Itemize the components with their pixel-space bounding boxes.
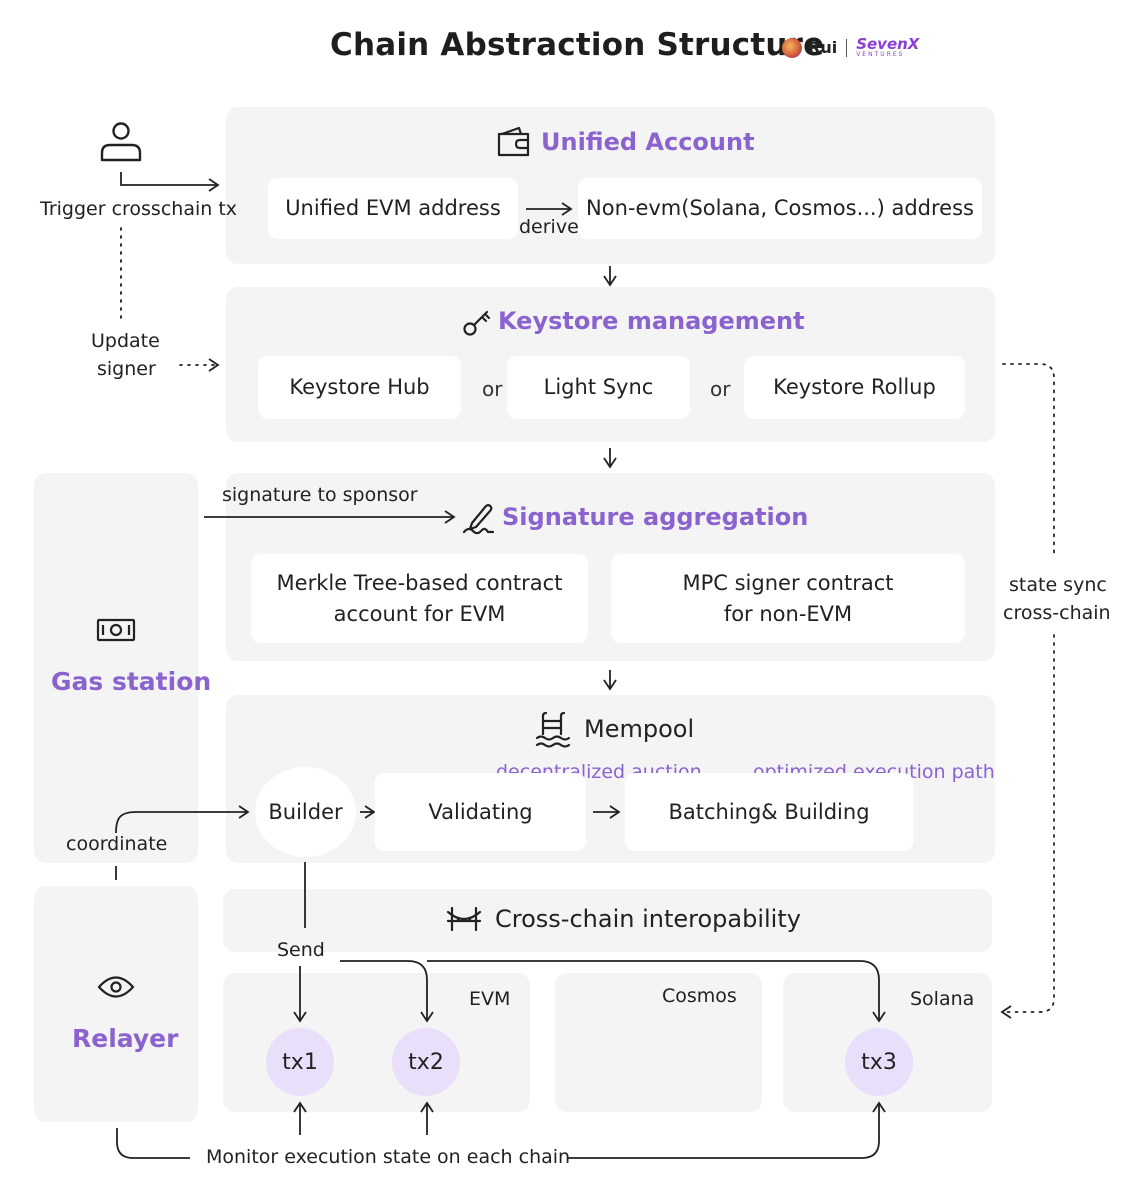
brand-logo-mark: SevenX VENTURES (856, 37, 919, 58)
mpc-line-1: MPC signer contract (682, 571, 894, 596)
pool-icon (535, 712, 571, 748)
tx2-node: tx2 (392, 1028, 460, 1096)
light-sync-card: Light Sync (507, 356, 690, 419)
page-title: Chain Abstraction Structure (330, 27, 825, 63)
send-to-tx3-arrow (427, 960, 886, 1023)
state-sync-dotted-bottom (1000, 634, 1055, 1019)
brand-subtitle: VENTURES (856, 51, 905, 58)
user-icon (100, 122, 142, 162)
interop-panel (223, 889, 992, 952)
or-label-1: or (482, 377, 503, 401)
signature-title: Signature aggregation (502, 503, 809, 531)
merkle-contract-card: Merkle Tree-based contract account for E… (251, 554, 588, 643)
update-signer-label-line2: signer (97, 358, 156, 380)
derive-label: derive (519, 216, 579, 238)
sponsor-label: signature to sponsor (222, 484, 418, 506)
merkle-line-1: Merkle Tree-based contract (276, 571, 563, 596)
wallet-icon (497, 126, 530, 157)
state-sync-dotted-top (1002, 363, 1055, 557)
state-sync-label-line2: cross-chain (1003, 602, 1111, 624)
monitor-relayer-line (116, 1128, 190, 1159)
evm-chain-label: EVM (469, 988, 511, 1010)
gas-station-title: Gas station (51, 667, 212, 696)
coordinate-arrow (115, 805, 250, 834)
builder-node: Builder (255, 767, 356, 857)
send-to-tx2-arrow (340, 960, 434, 1023)
signature-icon (462, 504, 495, 535)
keystore-title: Keystore management (498, 307, 805, 335)
gas-station-panel (34, 473, 198, 863)
cosmos-chain-panel (555, 973, 762, 1112)
relayer-panel (34, 886, 198, 1122)
trigger-label: Trigger crosschain tx (40, 198, 238, 220)
cosmos-chain-label: Cosmos (662, 985, 737, 1007)
logo-divider (846, 38, 848, 57)
eye-icon (97, 976, 135, 998)
merkle-line-2: account for EVM (333, 601, 506, 626)
keystore-rollup-card: Keystore Rollup (744, 356, 965, 419)
state-sync-label-line1: state sync (1009, 574, 1107, 596)
interop-title: Cross-chain interopability (495, 905, 801, 933)
brand-name: SevenX (856, 35, 920, 53)
validating-card: Validating (375, 773, 586, 851)
money-icon (96, 618, 136, 642)
unified-evm-address-card: Unified EVM address (268, 178, 518, 239)
or-label-2: or (710, 377, 731, 401)
mpc-line-2: for non-EVM (723, 601, 853, 626)
mpc-signer-card: MPC signer contract for non-EVM (611, 554, 965, 643)
non-evm-address-card: Non-evm(Solana, Cosmos...) address (578, 178, 982, 239)
keystore-hub-card: Keystore Hub (258, 356, 461, 419)
solana-chain-label: Solana (910, 988, 975, 1010)
coordinate-label: coordinate (66, 833, 168, 855)
key-icon (463, 310, 491, 336)
author-avatar-icon (782, 37, 802, 58)
batching-building-card: Batching& Building (625, 773, 913, 851)
author-name: Rui (808, 38, 838, 57)
bridge-icon (446, 906, 482, 932)
trigger-arrow (120, 172, 220, 192)
mempool-title: Mempool (584, 715, 695, 743)
tx1-node: tx1 (266, 1028, 334, 1096)
tx3-node: tx3 (845, 1028, 913, 1096)
monitor-tx3-arrow (568, 1101, 886, 1159)
brand-logo: Rui SevenX VENTURES (782, 37, 919, 58)
update-signer-label-line1: Update (91, 330, 160, 352)
send-label: Send (277, 939, 325, 961)
relayer-title: Relayer (72, 1024, 179, 1053)
unified-account-title: Unified Account (541, 128, 755, 156)
monitor-label: Monitor execution state on each chain (206, 1146, 571, 1168)
